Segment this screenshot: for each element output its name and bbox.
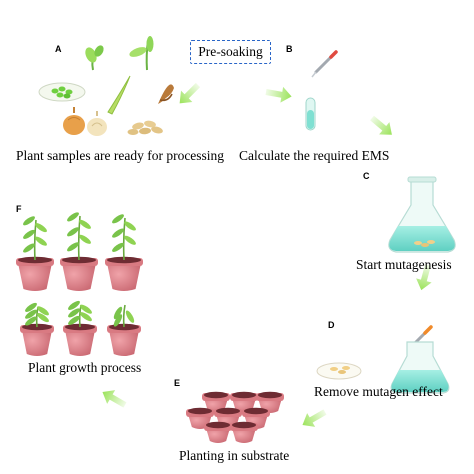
panel-e-pots [186,391,284,443]
pot-icon [63,300,97,356]
seed-dish-icon [38,82,86,102]
pot-icon [107,304,141,356]
arrow-icon [370,115,392,135]
beans-icon [127,120,163,135]
arrow-icon [102,390,127,408]
root-icon [158,84,174,104]
panel-letter-b: B [286,44,293,54]
arrow-icon [179,82,201,104]
pot-icon [20,302,54,356]
caption-c: Start mutagenesis [356,257,452,272]
panel-letter-f: F [16,204,22,214]
panel-letter-e: E [174,378,181,388]
panel-letter-a: A [55,44,62,54]
caption-b: Calculate the required EMS [239,148,390,163]
caption-a: Plant samples are ready for processing [16,148,225,163]
panel-f-plants [16,212,143,356]
onion-icon [63,107,85,135]
panel-letter-d: D [328,320,335,330]
leaf-blade-icon [107,75,131,115]
flask-icon [390,341,450,394]
arrow-icon [265,86,292,103]
caption-f: Plant growth process [28,360,142,375]
test-tube-icon [305,97,316,131]
arrow-icon [302,409,327,427]
pre-soaking-label: Pre-soaking [190,40,271,64]
pot-icon [16,216,54,291]
flow-arrows [102,82,432,427]
caption-e: Planting in substrate [179,448,290,463]
dropper-icon [311,50,338,78]
flask-icon [388,176,456,253]
arrow-icon [416,264,432,291]
panel-c-flask [388,176,456,253]
seed-dish-icon [316,362,362,380]
pot-icon [105,214,143,291]
pot-icon [204,421,232,443]
seedling-icon [129,36,154,71]
caption-d: Remove mutagen effect [314,384,443,399]
garlic-icon [87,111,107,136]
panel-a-samples [38,36,174,136]
pot-icon [60,212,98,291]
sprout-icon [85,45,104,71]
panel-b-ems [305,50,338,131]
pot-icon [230,421,258,443]
panel-letter-c: C [363,171,370,181]
panel-d-remove [316,325,450,394]
